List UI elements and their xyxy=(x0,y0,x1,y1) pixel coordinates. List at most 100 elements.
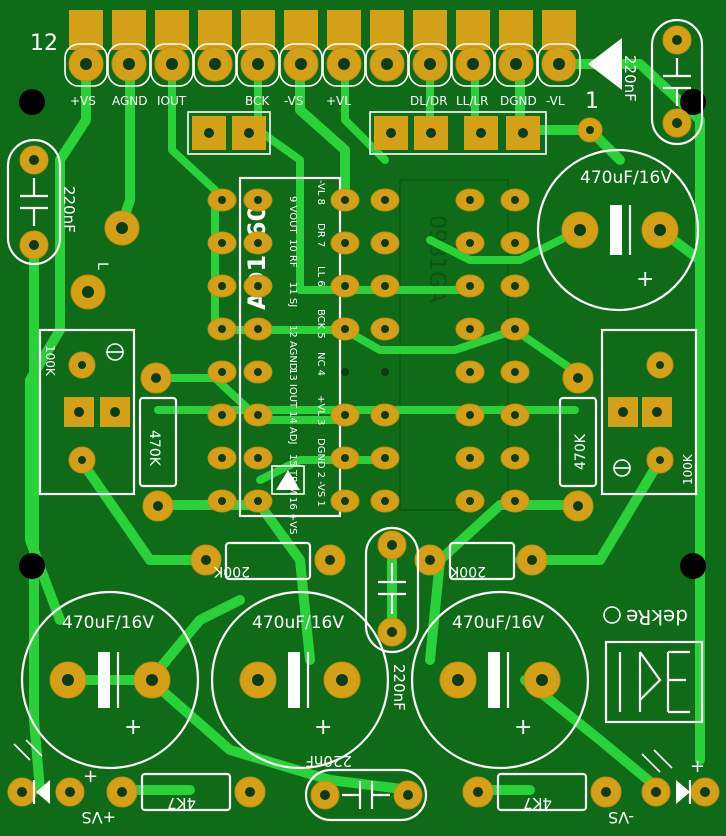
cap-small-label: 220nF xyxy=(305,752,352,770)
cap-big-bottom: 470uF/16V+ xyxy=(20,590,200,770)
chip-pin-label-left: 16 +VS xyxy=(287,497,298,534)
res-200k-label: 200K xyxy=(213,563,250,579)
led-diode-icon xyxy=(676,780,690,804)
chip-pin-label-right: DGND 2 xyxy=(315,438,326,478)
led-diode-icon xyxy=(36,780,50,804)
res-4k7-label: 4K7 xyxy=(523,794,552,812)
header-pin-hole xyxy=(252,58,264,70)
chip-pin-hole xyxy=(466,454,474,462)
header-pin-outline xyxy=(322,43,366,87)
chip-pin-hole xyxy=(466,196,474,204)
chip-pin-label-left: 11 SJ xyxy=(287,282,298,307)
pot-right: 100K xyxy=(600,328,698,496)
cap-middle: 220nF xyxy=(364,526,420,711)
chip-pin-hole xyxy=(218,239,226,247)
chip-pin-hole xyxy=(511,497,519,505)
chip-pin-label-left: 14 ADJ xyxy=(287,411,298,444)
cap-top-right: 220nF xyxy=(621,18,704,146)
chip-pin-hole xyxy=(511,325,519,333)
chip-pin-label-right: +VL 3 xyxy=(315,395,326,425)
led-light-arrow-icon xyxy=(13,743,31,761)
cap-bottom: 220nF xyxy=(304,752,428,822)
chip-pin-hole xyxy=(381,368,389,376)
chip-pin-hole xyxy=(254,239,262,247)
pin1-arrow-icon xyxy=(588,38,622,90)
res-470k-left: 470K xyxy=(138,362,178,522)
label-minus-vl: -VL xyxy=(546,94,565,108)
cap-big-bottom: 470uF/16V + xyxy=(410,590,590,770)
chip-pin-hole xyxy=(511,282,519,290)
chip-pin-hole xyxy=(511,196,519,204)
chip-pin-hole xyxy=(218,411,226,419)
chip-pin-hole xyxy=(341,454,349,462)
label-agnd: AGND xyxy=(112,94,148,108)
cap-big-label: 470uF/16V xyxy=(62,613,154,633)
chip-pin-hole xyxy=(466,497,474,505)
res-470k-label: 470K xyxy=(146,430,162,467)
chip-pin-hole xyxy=(381,282,389,290)
chip-pin-label-right: -VS 1 xyxy=(315,481,326,507)
led-light-arrow-icon xyxy=(25,739,43,757)
res-4k7-right: 4K7 xyxy=(462,772,622,812)
cap-small-label: 220nF xyxy=(60,186,78,233)
header-pin-hole xyxy=(123,58,135,70)
chip-pin-hole xyxy=(511,411,519,419)
header-pin-outline xyxy=(451,43,495,87)
header-pin-hole xyxy=(209,58,221,70)
header-pin-hole xyxy=(295,58,307,70)
chip-pin-hole xyxy=(254,411,262,419)
chip-pin-hole xyxy=(381,454,389,462)
mounting-holes xyxy=(19,89,706,579)
chip-pin-hole xyxy=(341,497,349,505)
res-200k-right: 200K xyxy=(414,541,548,581)
cap-left: 220nF xyxy=(6,138,78,266)
chip-pin-hole xyxy=(381,497,389,505)
chip-pin-hole xyxy=(218,196,226,204)
header-pin-hole xyxy=(166,58,178,70)
header-pin-outline xyxy=(279,43,323,87)
chip-pin-hole xyxy=(341,239,349,247)
res-470k-label: 470K xyxy=(573,433,589,470)
vs-plus-label: +VS xyxy=(81,808,116,827)
header-pin-outline xyxy=(365,43,409,87)
chip-pin1-marker-icon xyxy=(276,470,300,490)
label-plus-vl: +VL xyxy=(326,94,351,108)
chip-pin-hole xyxy=(381,196,389,204)
led-right: + -VS xyxy=(608,749,720,827)
pin1-label: 1 xyxy=(585,89,599,114)
chip-pin-hole xyxy=(341,325,349,333)
cap-plus-label: + xyxy=(636,267,654,292)
label-dl-dr: DL/DR xyxy=(410,94,448,108)
pin-count-label: 12 xyxy=(30,31,58,56)
header-pin-hole xyxy=(467,58,479,70)
cap-small-label: 220nF xyxy=(390,664,408,711)
header-pin-outline xyxy=(150,43,194,87)
chip-pin-hole xyxy=(466,411,474,419)
chip-pin-hole xyxy=(381,325,389,333)
cap-plus-label: + xyxy=(514,715,532,740)
pot-left: 100K xyxy=(38,328,136,496)
led-mark-label: L xyxy=(94,262,110,270)
chip-pin-label-right: LL 6 xyxy=(315,266,326,287)
chip-pin-hole xyxy=(254,282,262,290)
chip-pin-hole xyxy=(254,454,262,462)
res-200k-label: 200K xyxy=(449,563,486,579)
led-plus-label: + xyxy=(83,766,98,787)
header-pin-hole xyxy=(80,58,92,70)
label-minus-vs: -VS xyxy=(284,94,303,108)
header-pin-outline xyxy=(193,43,237,87)
mounting-hole xyxy=(680,89,706,115)
pot-label: 100K xyxy=(681,453,695,485)
chip-pin-hole xyxy=(254,196,262,204)
chip-pin-label-right: -VL 8 xyxy=(315,180,326,205)
chip-pin-label-left: 9 VOUT xyxy=(287,196,298,234)
cap-big-label: 470uF/16V xyxy=(452,613,544,633)
chip-pin-hole xyxy=(341,196,349,204)
chip-pin-hole xyxy=(466,239,474,247)
chip-pin-hole xyxy=(254,325,262,333)
jumpers xyxy=(187,111,603,155)
header-pin-hole xyxy=(553,58,565,70)
chip-pin-label-left: 15 TRIM xyxy=(287,454,298,495)
res-200k-left: 200K xyxy=(190,541,346,581)
header-pin-hole xyxy=(381,58,393,70)
